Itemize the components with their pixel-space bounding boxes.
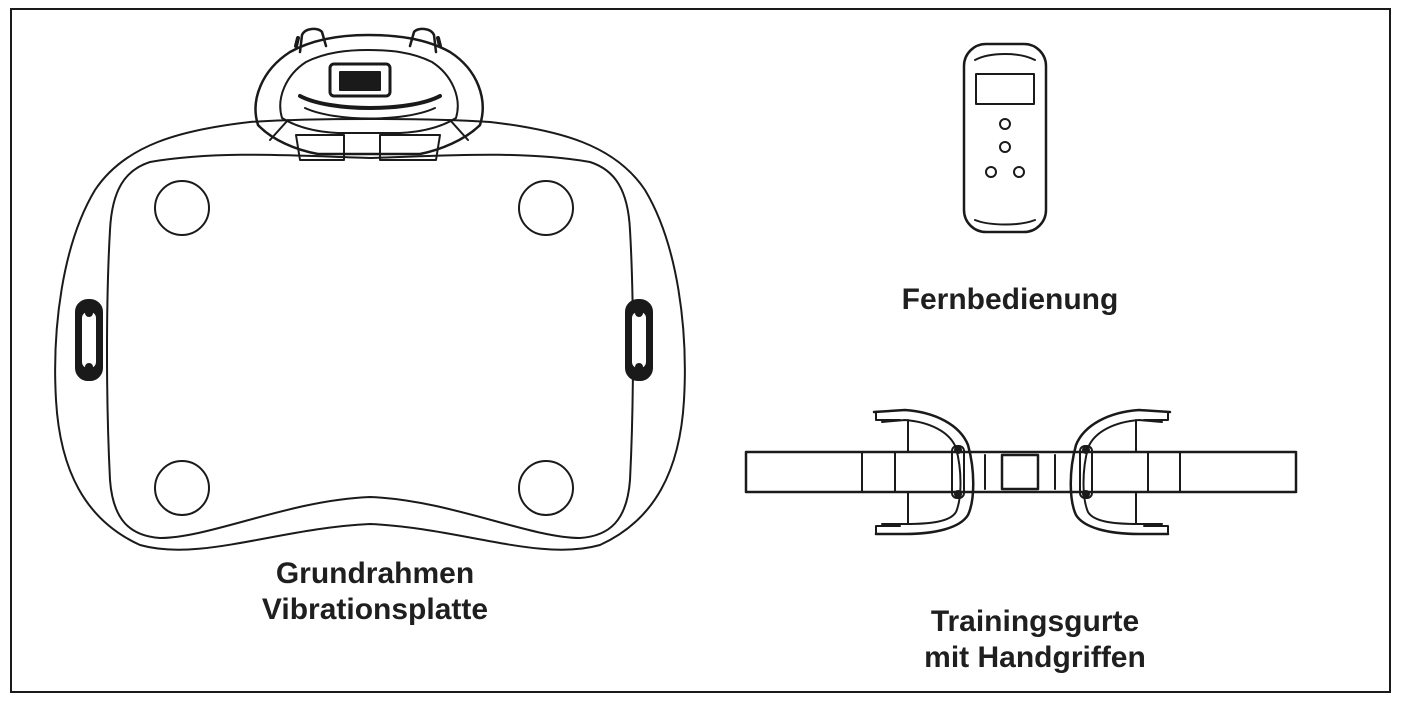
- plate-handle-right: [625, 299, 653, 381]
- plate-pad-top-left: [154, 180, 210, 236]
- remote-button-4: [1013, 166, 1025, 178]
- remote-button-2: [999, 141, 1011, 153]
- remote-button-3: [985, 166, 997, 178]
- strap-handle-right: [1069, 408, 1172, 536]
- remote-control-drawing: [962, 42, 1048, 234]
- strap-buckle: [1000, 453, 1040, 491]
- remote-control-caption: Fernbedienung: [860, 282, 1160, 318]
- training-straps-caption-line1: Trainingsgurte: [930, 605, 1140, 638]
- diagram-frame: [10, 8, 1391, 693]
- plate-inner-platform: [106, 153, 634, 539]
- training-straps-caption-line2: mit Handgriffen: [924, 641, 1146, 674]
- plate-console: [254, 27, 484, 161]
- plate-handle-left: [75, 299, 103, 381]
- remote-control-caption-text: Fernbedienung: [901, 283, 1119, 316]
- remote-button-1: [999, 118, 1011, 130]
- vibration-plate-caption-line1: Grundrahmen: [275, 557, 475, 590]
- strap-belt: [744, 450, 1298, 494]
- plate-pad-top-right: [518, 180, 574, 236]
- training-straps-caption: Trainingsgurte mit Handgriffen: [855, 604, 1215, 676]
- vibration-plate-caption-line2: Vibrationsplatte: [261, 593, 489, 626]
- remote-body: [962, 42, 1048, 234]
- vibration-plate-caption: Grundrahmen Vibrationsplatte: [215, 556, 535, 628]
- plate-outer-body: [54, 118, 686, 551]
- plate-pad-bottom-left: [154, 460, 210, 516]
- vibration-plate-drawing: [54, 27, 686, 551]
- remote-display: [975, 73, 1035, 105]
- training-straps-drawing: [744, 408, 1298, 536]
- plate-pad-bottom-right: [518, 460, 574, 516]
- strap-handle-left: [872, 408, 975, 536]
